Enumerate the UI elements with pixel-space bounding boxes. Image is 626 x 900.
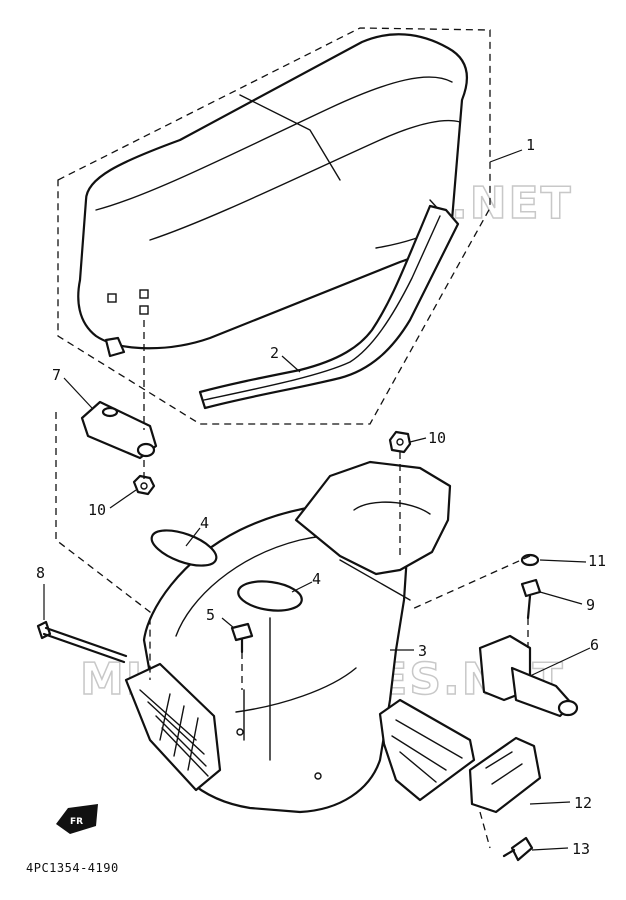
front-direction-badge: FR bbox=[56, 804, 98, 834]
callout-5: 5 bbox=[206, 606, 215, 624]
callout-13: 13 bbox=[572, 840, 590, 858]
cover-panel[interactable] bbox=[468, 736, 542, 814]
seat-lock[interactable] bbox=[478, 634, 579, 718]
front-badge-label: FR bbox=[70, 817, 83, 827]
callout-2: 2 bbox=[270, 344, 279, 362]
callout-3: 3 bbox=[418, 642, 427, 660]
seat-assembly-boundary bbox=[57, 27, 491, 425]
callout-9: 9 bbox=[586, 596, 595, 614]
seat-hinge[interactable] bbox=[80, 400, 158, 460]
decal-right[interactable] bbox=[236, 578, 303, 615]
screw-part13[interactable] bbox=[502, 836, 534, 862]
hex-nut-right[interactable] bbox=[388, 430, 412, 454]
callout-1: 1 bbox=[526, 136, 535, 154]
hex-nut-left[interactable] bbox=[132, 474, 156, 496]
callout-10b: 10 bbox=[88, 501, 106, 519]
callout-8: 8 bbox=[36, 564, 45, 582]
callout-4b: 4 bbox=[312, 570, 321, 588]
leader-lines bbox=[43, 149, 591, 851]
callout-7: 7 bbox=[52, 366, 61, 384]
helmet-storage-box[interactable] bbox=[124, 460, 476, 814]
callout-12: 12 bbox=[574, 794, 592, 812]
callout-6: 6 bbox=[590, 636, 599, 654]
callout-10a: 10 bbox=[428, 429, 446, 447]
seat-trim[interactable] bbox=[198, 204, 460, 410]
callout-4a: 4 bbox=[200, 514, 209, 532]
assembly-line-frame bbox=[55, 412, 151, 680]
screw-part5[interactable] bbox=[230, 622, 254, 654]
diagram-code: 4PC1354-4190 bbox=[26, 861, 119, 875]
long-bolt[interactable] bbox=[36, 620, 128, 664]
decal-left[interactable] bbox=[147, 523, 220, 573]
assembly-line-washer bbox=[409, 555, 531, 611]
assembly-line-screw13 bbox=[479, 811, 491, 849]
callout-11: 11 bbox=[588, 552, 606, 570]
stud-bolt[interactable] bbox=[520, 578, 542, 620]
